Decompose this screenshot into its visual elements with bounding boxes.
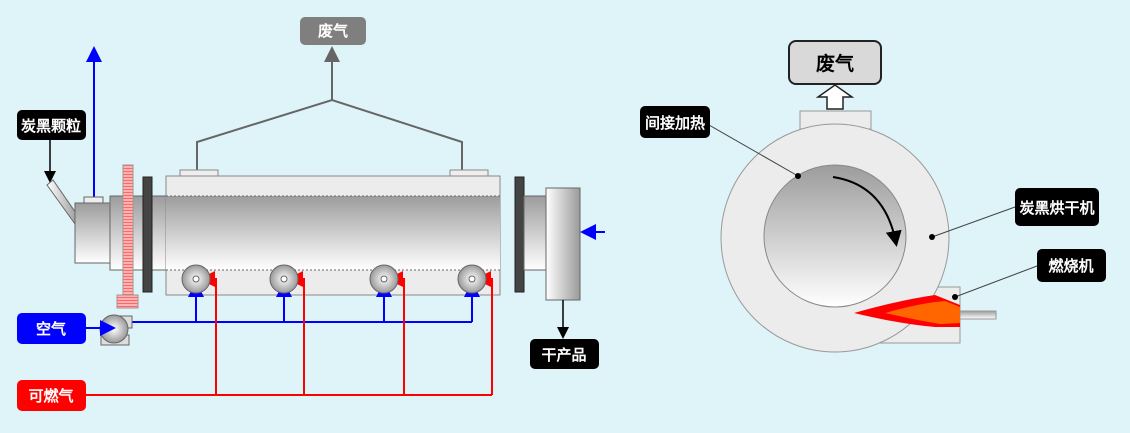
dryer-label: 炭黑烘干机 (1019, 199, 1094, 217)
carbon-pellets-box: 炭黑颗粒 (17, 110, 86, 140)
carbon-pellets-label: 炭黑颗粒 (21, 117, 81, 135)
drive-gear (116, 164, 139, 309)
leader-dots (795, 173, 958, 300)
air-fan (99, 314, 133, 346)
exhaust-up-arrow (815, 84, 855, 110)
dry-product-label: 干产品 (541, 346, 586, 364)
indirect-heating-box: 间接加热 (640, 106, 710, 138)
air-label: 空气 (36, 320, 66, 338)
flame (854, 295, 960, 327)
dryer-body (165, 169, 501, 296)
exhaust-box-left: 废气 (300, 17, 366, 45)
exhaust-box-right: 废气 (788, 40, 882, 85)
exhaust-label-right: 废气 (816, 52, 854, 75)
burner-nozzles (181, 264, 487, 294)
outlet-housing (523, 187, 581, 301)
indirect-heating-label: 间接加热 (645, 114, 705, 132)
leader-lines (708, 124, 1038, 298)
flange-right (514, 176, 525, 293)
fuel-line (85, 271, 493, 396)
air-box: 空气 (17, 313, 86, 344)
inlet-housing (74, 195, 167, 271)
feed-chute (46, 179, 79, 226)
burner-label-box: 燃烧机 (1037, 249, 1106, 282)
dryer-drum (763, 164, 907, 308)
rotation-arrow (832, 176, 902, 247)
dry-product-box: 干产品 (530, 339, 599, 369)
exhaust-ducting (196, 46, 463, 172)
fuel-gas-label: 可燃气 (28, 387, 73, 405)
flange-left (142, 176, 153, 293)
burner-pipe (959, 310, 997, 320)
exhaust-label: 废气 (318, 22, 348, 40)
burner-label: 燃烧机 (1048, 257, 1093, 275)
fuel-gas-box: 可燃气 (17, 380, 86, 411)
dryer-label-box: 炭黑烘干机 (1015, 188, 1099, 226)
